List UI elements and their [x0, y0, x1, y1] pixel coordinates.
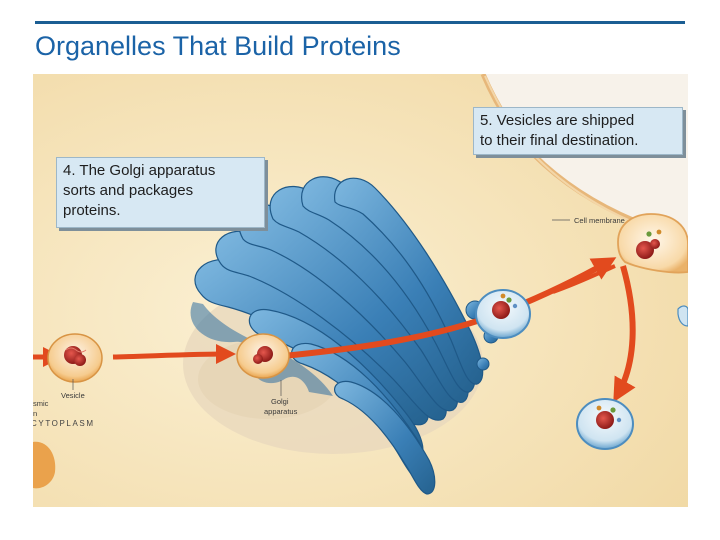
- slide-title: Organelles That Build Proteins: [35, 31, 401, 61]
- title-rule: [35, 21, 685, 24]
- label-cell-membrane: Cell membrane: [574, 216, 625, 225]
- callout-5-line-2: to their final destination.: [480, 132, 639, 149]
- label-vesicle: Vesicle: [61, 391, 85, 400]
- label-cytoplasm: CYTOPLASM: [33, 419, 95, 428]
- callout-4-line-3: proteins.: [63, 202, 121, 219]
- callout-4-line-1: 4. The Golgi apparatus: [63, 162, 216, 179]
- golgi-entry-vesicle: [236, 333, 290, 379]
- label-golgi-1: Golgi: [271, 397, 289, 406]
- callout-4-line-2: sorts and packages: [63, 182, 194, 199]
- destination-vesicle: [576, 398, 634, 450]
- partial-organelle: [33, 441, 56, 489]
- exit-vesicle: [475, 289, 531, 339]
- golgi-stack: [194, 176, 499, 495]
- callout-5-line-1: 5. Vesicles are shipped: [480, 112, 635, 129]
- label-cut-2: n: [33, 409, 37, 418]
- arrow-to-membrane: [552, 264, 616, 294]
- membrane-fusion-vesicle: [617, 213, 688, 274]
- transport-vesicle: [47, 333, 103, 383]
- label-golgi-2: apparatus: [264, 407, 298, 416]
- callout-step-5: 5. Vesicles are shipped to their final d…: [473, 107, 683, 155]
- arrow-to-lower-vesicle: [613, 265, 636, 403]
- arrow-vesicle-to-golgi: [112, 344, 236, 365]
- label-cut-1: smic: [33, 399, 49, 408]
- edge-vesicle: [677, 305, 688, 327]
- callout-step-4: 4. The Golgi apparatus sorts and package…: [56, 157, 265, 228]
